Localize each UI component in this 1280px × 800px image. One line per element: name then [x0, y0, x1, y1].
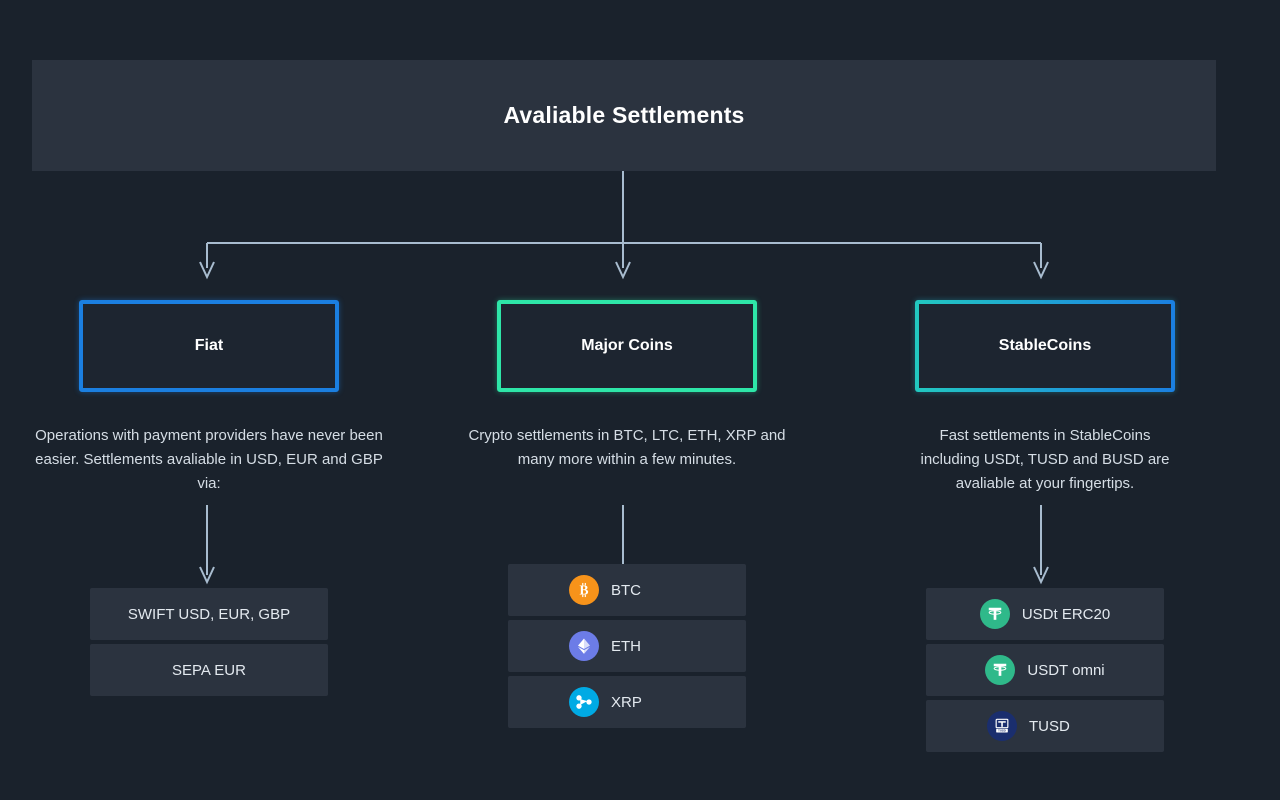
list-item[interactable]: ETH	[508, 620, 746, 672]
arrow-head-stable	[1033, 261, 1049, 280]
item-label: BTC	[611, 581, 641, 599]
svg-text:B: B	[579, 583, 588, 598]
category-label-stablecoins: StableCoins	[998, 337, 1092, 354]
item-label: ETH	[611, 637, 641, 655]
tether-icon	[985, 655, 1016, 685]
item-label: SEPA EUR	[172, 661, 246, 679]
item-label: SWIFT USD, EUR, GBP	[127, 605, 291, 623]
arrow-head-fiat	[199, 261, 215, 280]
trueusd-icon: TUSD	[987, 711, 1017, 741]
category-box-fiat[interactable]: Fiat	[79, 300, 339, 392]
item-list-fiat: SWIFT USD, EUR, GBP SEPA EUR	[90, 588, 328, 696]
tether-icon	[979, 599, 1010, 629]
category-label-major-coins: Major Coins	[581, 337, 673, 354]
page-title: Avaliable Settlements	[503, 102, 745, 128]
list-item[interactable]: TUSD TUSD	[926, 700, 1164, 752]
item-list-stablecoins: USDt ERC20 USDT omni	[926, 588, 1164, 752]
list-item[interactable]: USDT omni	[926, 644, 1164, 696]
list-item[interactable]: USDt ERC20	[926, 588, 1164, 640]
item-label: XRP	[611, 693, 642, 711]
column-major-coins: Major Coins Crypto settlements in BTC, L…	[418, 300, 836, 752]
category-box-stablecoins[interactable]: StableCoins	[915, 300, 1175, 392]
description-major-coins: Crypto settlements in BTC, LTC, ETH, XRP…	[468, 427, 786, 468]
column-stablecoins: StableCoins Fast settlements in StableCo…	[836, 300, 1254, 752]
description-stablecoins: Fast settlements in StableCoins includin…	[920, 427, 1170, 492]
category-box-major-coins[interactable]: Major Coins	[497, 300, 757, 392]
columns-container: Fiat Operations with payment providers h…	[0, 300, 1280, 752]
list-item[interactable]: XRP	[508, 676, 746, 728]
column-fiat: Fiat Operations with payment providers h…	[0, 300, 418, 752]
item-label: TUSD	[1029, 717, 1070, 735]
description-fiat: Operations with payment providers have n…	[35, 427, 383, 492]
ethereum-icon	[569, 631, 599, 661]
bitcoin-icon: B	[569, 575, 599, 605]
list-item[interactable]: B BTC	[508, 564, 746, 616]
item-label: USDT omni	[1027, 661, 1105, 679]
list-item[interactable]: SEPA EUR	[90, 644, 328, 696]
category-label-fiat: Fiat	[194, 337, 224, 354]
arrow-head-major	[615, 261, 631, 280]
header-bar: Avaliable Settlements	[32, 60, 1216, 171]
item-label: USDt ERC20	[1021, 605, 1111, 623]
list-item[interactable]: SWIFT USD, EUR, GBP	[90, 588, 328, 640]
ripple-icon	[569, 687, 599, 717]
item-list-major-coins: B BTC	[508, 564, 746, 728]
svg-text:TUSD: TUSD	[998, 729, 1006, 733]
